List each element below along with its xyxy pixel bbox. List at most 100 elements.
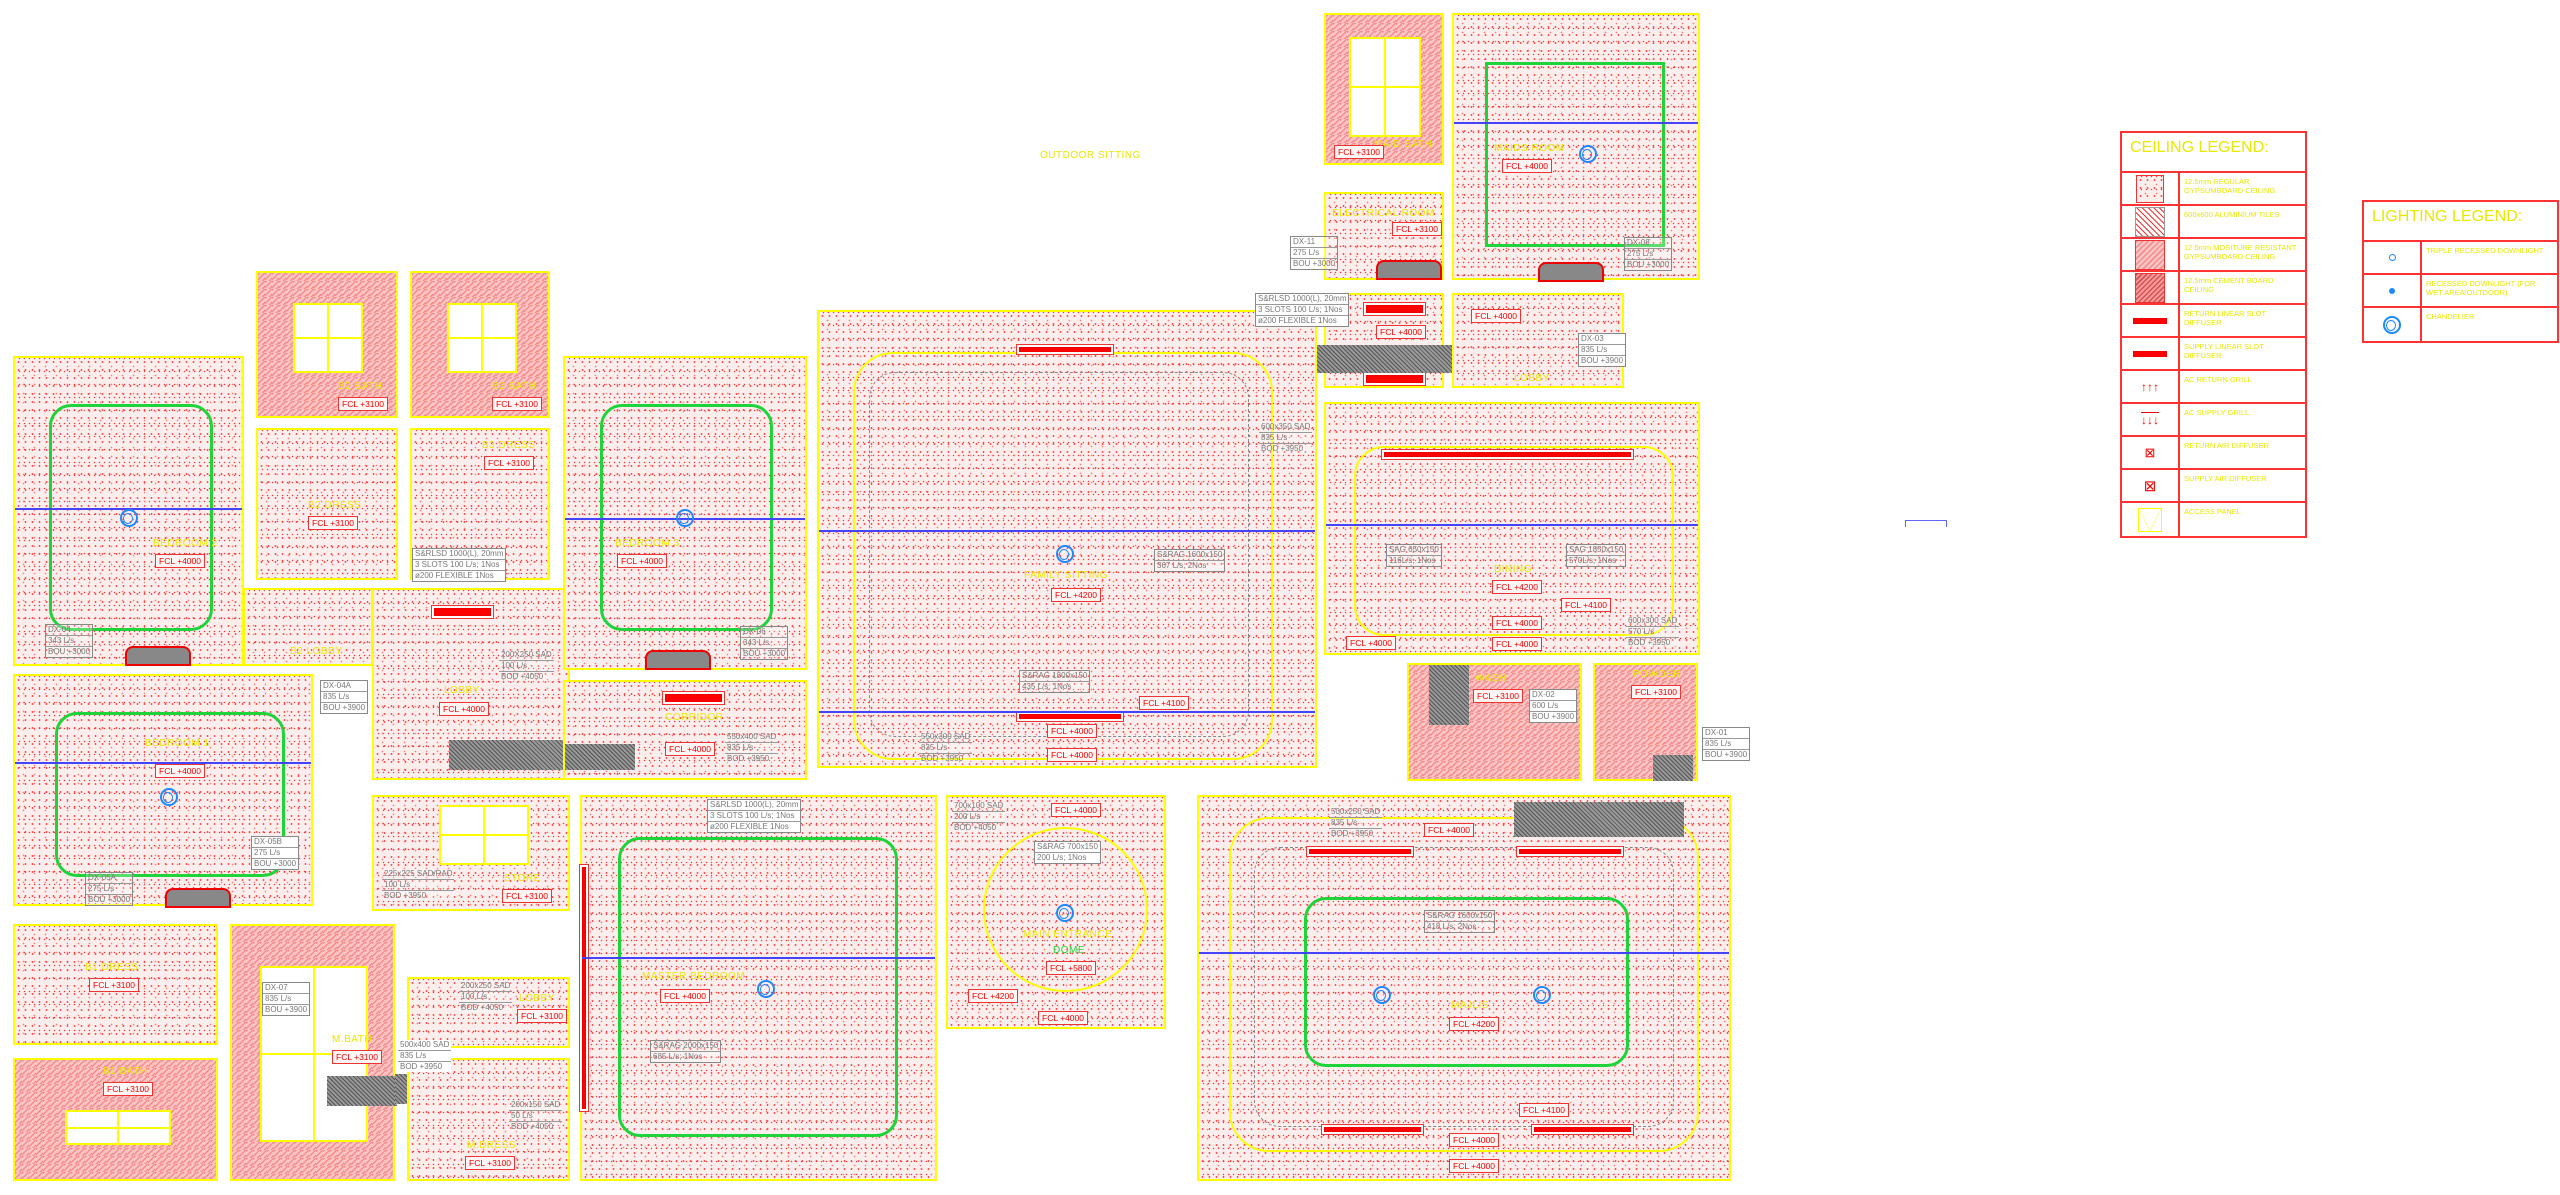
fcl-tag: FCL +3100 <box>308 516 358 530</box>
room-b2-lobby[interactable]: B2 LOBBY <box>243 588 373 666</box>
cement-board-swatch-icon <box>2135 272 2165 303</box>
room-b2-bath[interactable]: B2 BATH FCL +3100 <box>256 271 398 418</box>
legend-row: ↑↑↑AC RETURN GRILL <box>2122 371 2305 404</box>
room-majlis[interactable]: MAJLIS FCL +4200 FCL +4100 FCL +4000 FCL… <box>1197 795 1731 1181</box>
chandelier-icon <box>1373 986 1391 1004</box>
return-diffuser-icon: ⊠ <box>2144 444 2156 460</box>
cove-outline <box>1229 817 1699 1152</box>
cove-light <box>1485 62 1665 247</box>
fcl-tag: FCL +4100 <box>1139 696 1189 710</box>
chandelier-icon <box>676 509 694 527</box>
room-label: WASH <box>1475 673 1507 684</box>
chandelier-icon <box>1056 904 1074 922</box>
aluminium-tiles <box>293 303 363 373</box>
room-label: ELECTRICAL ROOM <box>1332 208 1435 219</box>
room-dining[interactable]: DINING FCL +4200 FCL +4100 FCL +4000 FCL… <box>1324 402 1700 655</box>
cove-light <box>618 837 898 1137</box>
fcl-tag: FCL +4000 <box>660 989 710 1003</box>
room-b1-bath[interactable]: B1 BATH FCL +3100 <box>13 1058 218 1181</box>
room-family-sitting[interactable]: FAMILY SITTING FCL +4200 FCL +4100 FCL +… <box>817 310 1317 768</box>
linear-slot-diffuser <box>1366 375 1423 383</box>
room-label: BEDROOM 1 <box>145 738 210 749</box>
duct <box>1514 802 1684 837</box>
room-maid-bath[interactable]: MAID BATH FCL +3100 <box>1324 13 1444 165</box>
legend-row: ACCESS PANEL <box>2122 503 2305 536</box>
fcl-tag: FCL +4000 <box>155 554 205 568</box>
linear-slot-diffuser <box>1384 452 1631 457</box>
chandelier-icon <box>1533 986 1551 1004</box>
room-label: M.DRESS <box>467 1140 517 1151</box>
chandelier-icon <box>1579 145 1597 163</box>
fcl-tag: FCL +3100 <box>1631 685 1681 699</box>
fcl-tag: FCL +4200 <box>1051 588 1101 602</box>
room-label: BEDROOM 2 <box>153 538 218 549</box>
section-marker <box>1905 520 1947 527</box>
ac-unit-icon <box>1538 262 1604 282</box>
room-b1-dress[interactable]: B1 DRESS FCL +3100 <box>13 924 218 1045</box>
fcl-tag: FCL +4100 <box>1519 1103 1569 1117</box>
outdoor-sitting-label: OUTDOOR SITTING <box>1040 150 1141 161</box>
linear-slot-diffuser <box>1019 714 1121 719</box>
fcl-tag: FCL +3100 <box>1392 222 1442 236</box>
ac-unit-icon <box>125 646 191 666</box>
bulkhead <box>1254 847 1674 1127</box>
legend-row: TRIPLE RECESSED DOWNLIGHT <box>2364 242 2557 275</box>
fcl-tag: FCL +4200 <box>1492 580 1542 594</box>
chandelier-icon <box>120 509 138 527</box>
access-panel-icon <box>2138 507 2162 532</box>
room-b2-dress[interactable]: B2 DRESS FCL +3100 <box>256 428 398 580</box>
aluminium-tiles <box>1349 37 1421 137</box>
fcl-tag: FCL +4000 <box>1492 616 1542 630</box>
chandelier-icon <box>2383 315 2401 334</box>
room-main-entrance[interactable]: MAIN ENTRANCE DOME FCL +5800 FCL +4000 F… <box>946 795 1166 1029</box>
linear-slot-diffuser <box>1309 849 1411 854</box>
linear-slot-diffuser <box>434 608 491 616</box>
fcl-tag: FCL +4000 <box>439 702 489 716</box>
downlight-icon <box>2389 287 2395 294</box>
duct <box>449 740 567 770</box>
duct <box>1653 755 1693 781</box>
supply-slot-icon <box>2133 350 2167 357</box>
ac-unit-icon <box>645 650 711 670</box>
room-b3-bath[interactable]: B3 BATH FCL +3100 <box>410 271 550 418</box>
legend-row: SUPPLY LINEAR SLOT DIFFUSER <box>2122 338 2305 371</box>
room-label: LOBBY <box>519 993 555 1004</box>
room-label: LOBBY <box>444 685 480 696</box>
room-label: BEDROOM 3 <box>615 538 680 549</box>
legend-row: ⊠SUPPLY AIR DIFFUSER <box>2122 470 2305 503</box>
room-label: STORE <box>504 873 541 884</box>
room-electrical[interactable]: ELECTRICAL ROOM FCL +3100 <box>1324 192 1444 280</box>
fcl-tag: FCL +4000 <box>155 764 205 778</box>
aluminium-tile-swatch-icon <box>2135 206 2165 237</box>
fcl-tag: FCL +3100 <box>332 1050 382 1064</box>
cove-outline <box>1354 446 1674 636</box>
room-powder[interactable]: POWDER FCL +3100 <box>1593 663 1698 781</box>
legend-row: ↓↓↓AC SUPPLY GRILL <box>2122 404 2305 437</box>
linear-slot-diffuser <box>582 867 586 1109</box>
